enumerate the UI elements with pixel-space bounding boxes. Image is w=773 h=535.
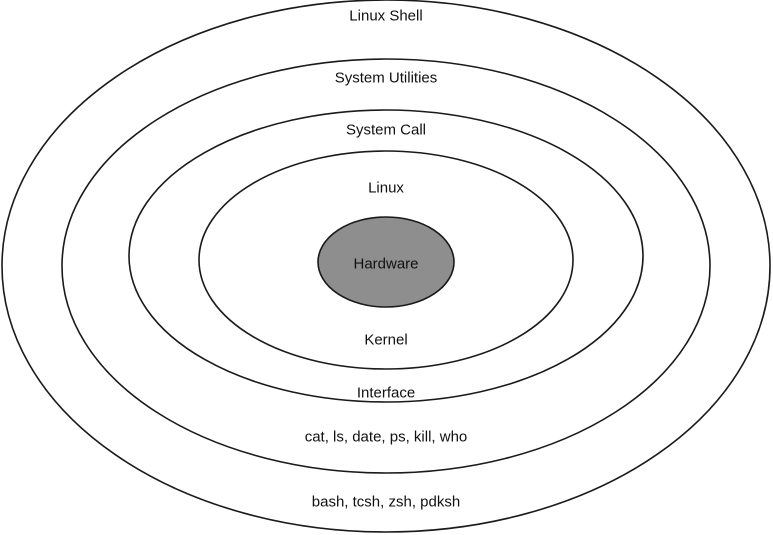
system-utilities-label: System Utilities xyxy=(335,70,438,87)
linux-kernel-label-bottom: Kernel xyxy=(364,332,407,349)
linux-shell-label: Linux Shell xyxy=(349,8,422,25)
linux-shell-examples-label: bash, tcsh, zsh, pdksh xyxy=(312,494,460,511)
system-utilities-examples-label: cat, ls, date, ps, kill, who xyxy=(305,429,468,446)
hardware-label: Hardware xyxy=(353,256,418,273)
system-call-interface-label: Interface xyxy=(357,385,415,402)
hardware-core xyxy=(317,216,455,308)
system-call-label: System Call xyxy=(346,122,426,139)
linux-kernel-label-top: Linux xyxy=(368,180,404,197)
